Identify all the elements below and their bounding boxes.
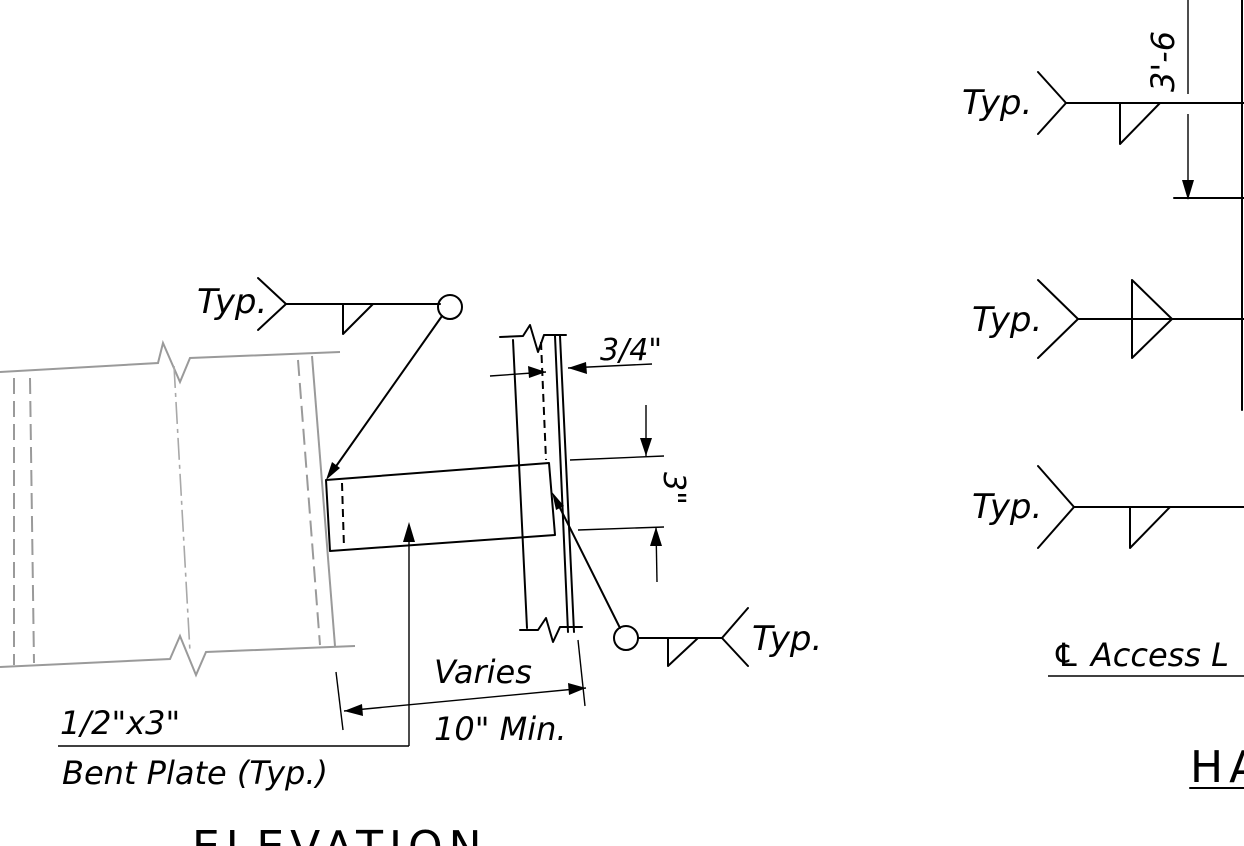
plate-size-label: 1/2"x3" <box>60 704 180 742</box>
three-inch-label: 3" <box>656 472 691 505</box>
weld-symbol-r3 <box>1037 465 1244 549</box>
dim-three-quarter <box>489 362 653 378</box>
min-length-label: 10" Min. <box>434 710 567 748</box>
weld-symbol-r2 <box>1037 279 1244 359</box>
elevation-detail: Typ. 3/4" 3" Typ. Varies 10" Min. 1/2"x3… <box>0 277 822 846</box>
cl-access-label: ℄ Access L <box>1052 636 1229 674</box>
varies-label: Varies <box>434 653 532 691</box>
weld-symbol-top <box>257 277 463 480</box>
right-title: HA <box>1190 742 1244 793</box>
three-quarter-label: 3/4" <box>600 333 662 368</box>
weld-symbol-r1 <box>1037 71 1244 145</box>
elevation-title: ELEVATION <box>192 822 487 846</box>
bent-plate <box>325 462 556 552</box>
typ-label-right: Typ. <box>752 619 822 659</box>
typ-label-r1: Typ. <box>962 83 1032 123</box>
post-section <box>499 324 583 643</box>
plate-desc-label: Bent Plate (Typ.) <box>62 754 328 792</box>
dim-3-6-label: 3'-6 <box>1144 31 1182 92</box>
typ-label-r2: Typ. <box>972 300 1042 340</box>
dim-three <box>569 405 665 583</box>
typ-label-r3: Typ. <box>972 487 1042 527</box>
partial-right-detail: 3'-6 Typ. Typ. Typ. ℄ Access L HA <box>962 0 1244 793</box>
plate-leader <box>58 522 415 747</box>
weld-symbol-right <box>552 492 749 667</box>
dim-varies <box>335 639 587 731</box>
beam-outline <box>0 339 356 678</box>
typ-label-top: Typ. <box>197 282 267 322</box>
